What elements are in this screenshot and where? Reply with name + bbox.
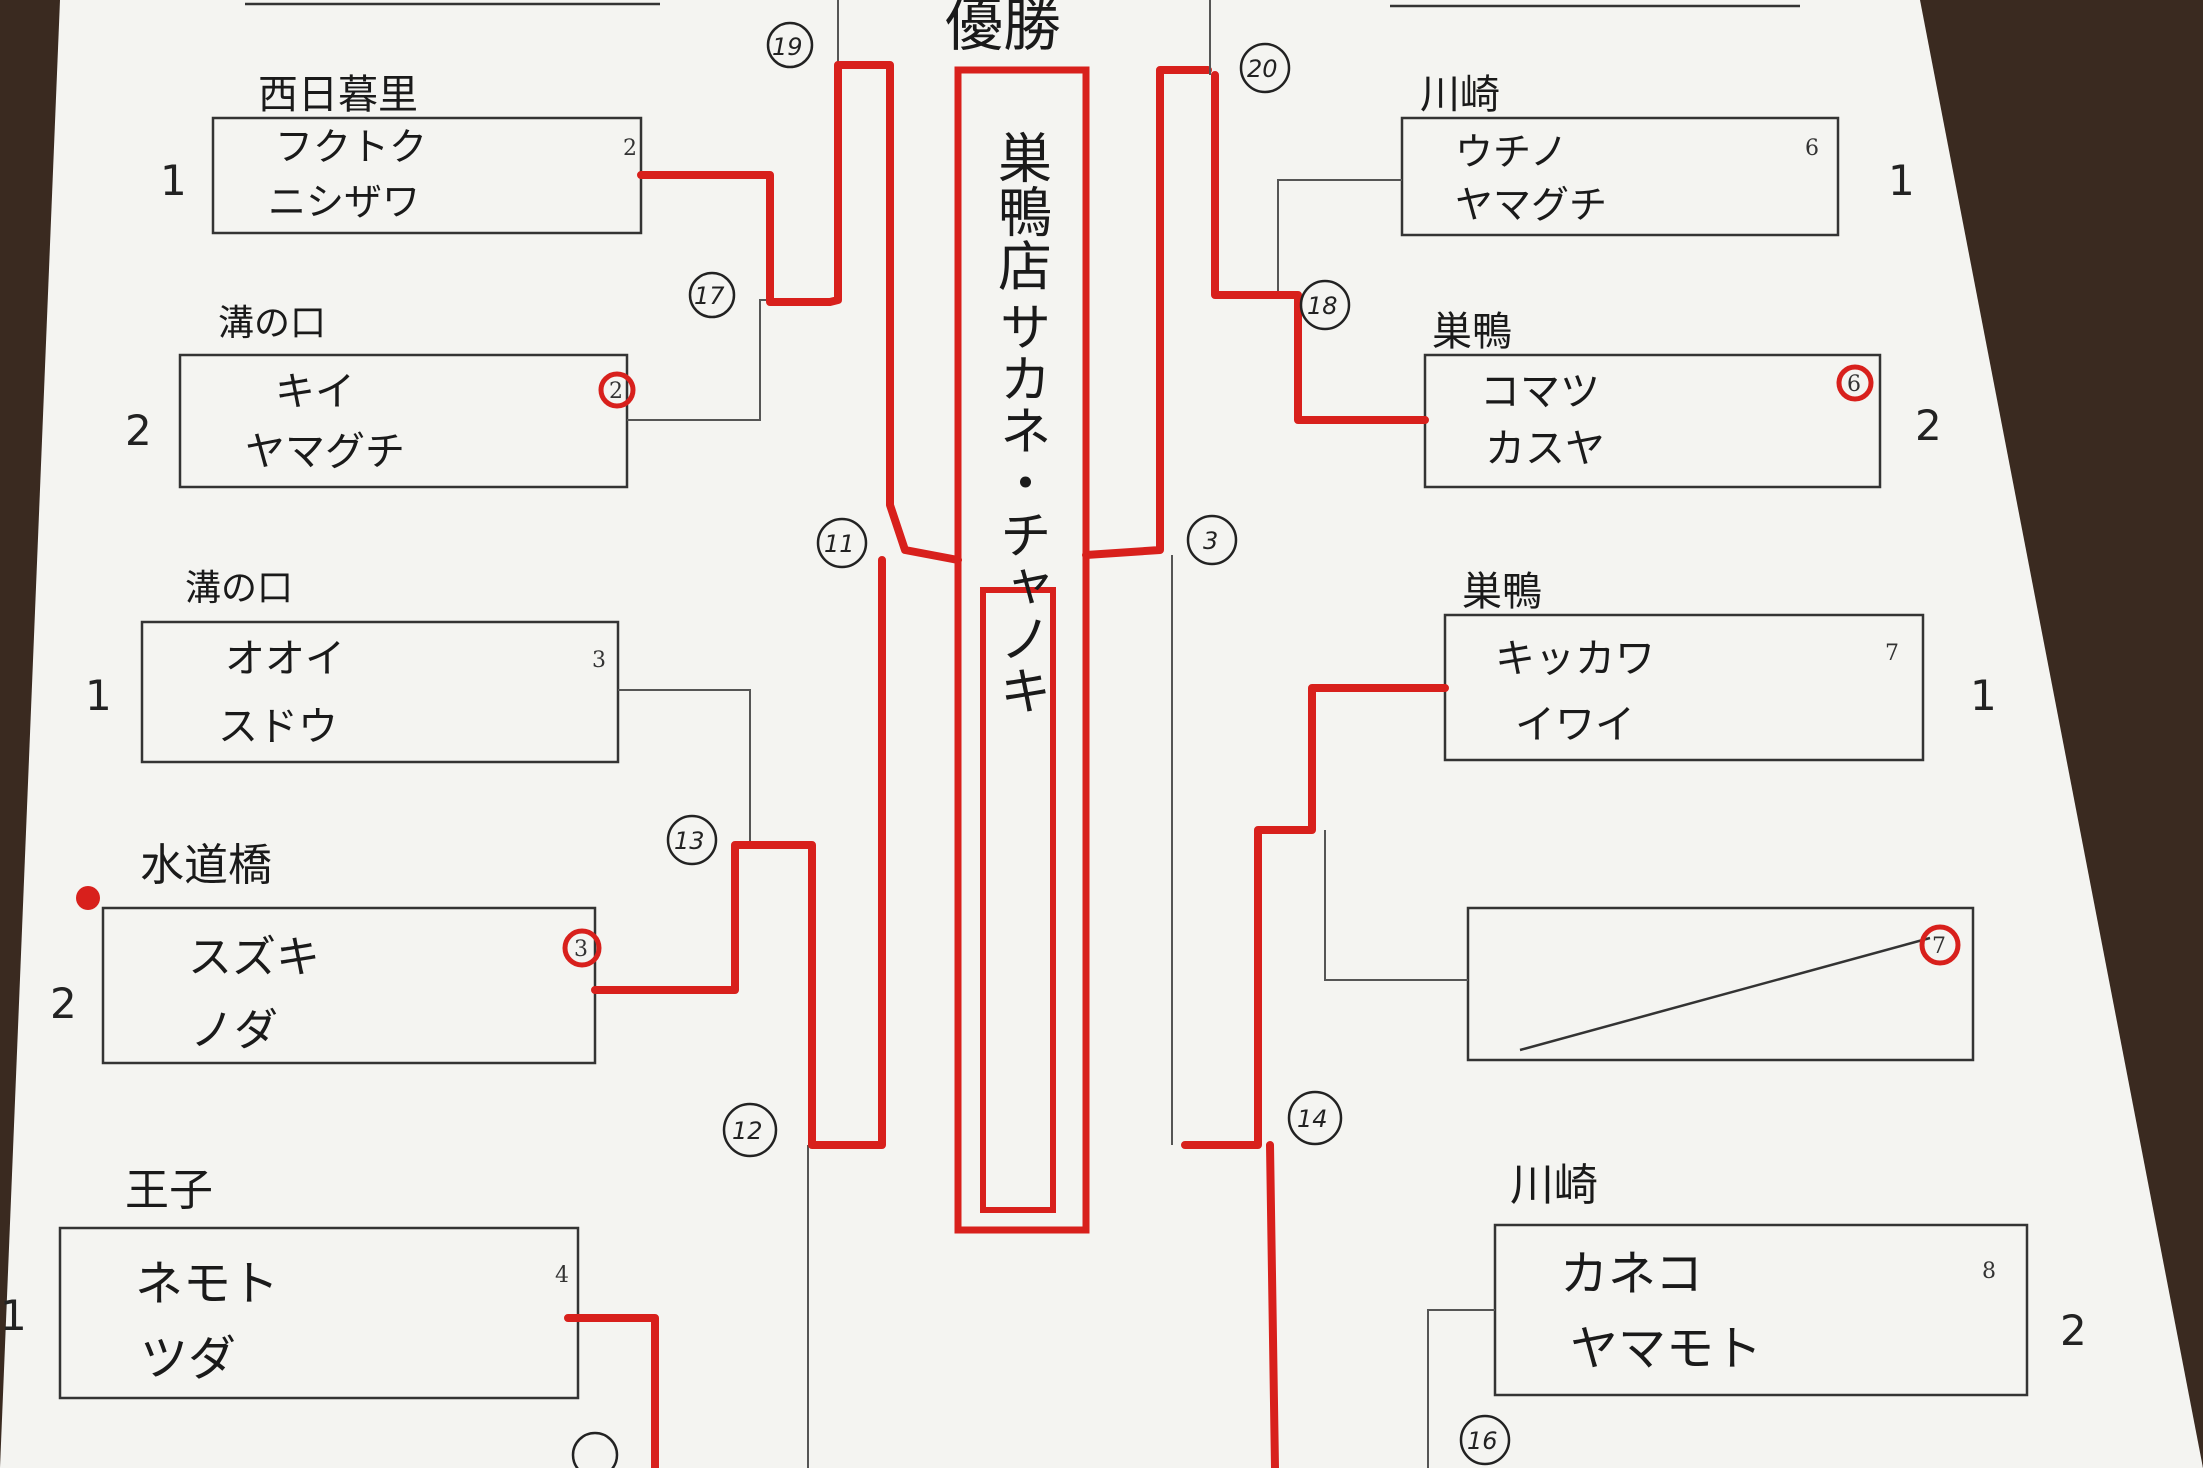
player-name: ウチノ — [1455, 130, 1568, 174]
match-number: 19 — [772, 33, 803, 61]
player-name: ネモト — [135, 1256, 279, 1312]
bracket-line — [618, 689, 751, 845]
store-label: 溝の口 — [218, 303, 326, 344]
match-number-circle — [666, 814, 718, 866]
match-number: 18 — [1307, 292, 1338, 320]
bracket-line — [1324, 830, 1468, 981]
match-number: 12 — [732, 1117, 763, 1145]
set-score: 1 — [85, 671, 112, 720]
red-path — [591, 556, 886, 1149]
match-number: 13 — [674, 827, 705, 855]
match-number-circle — [571, 1431, 619, 1468]
winner-mark — [1836, 364, 1874, 402]
bye-slash — [1519, 936, 1931, 1052]
set-score: 1 — [160, 156, 187, 205]
match-number-circle — [1299, 279, 1351, 331]
match-number: 20 — [1247, 55, 1278, 83]
player-name: カスヤ — [1485, 426, 1605, 472]
red-dot-marker — [76, 886, 100, 910]
seed-number: 6 — [1847, 372, 1861, 397]
red-path — [1181, 684, 1449, 1149]
player-name: スドウ — [218, 704, 338, 750]
team-box — [101, 906, 597, 1065]
red-path-left-final — [836, 61, 962, 564]
bye-box — [1466, 906, 1975, 1062]
team-box — [58, 1226, 580, 1400]
match-number-circle — [1186, 514, 1238, 566]
seed-number: 7 — [1932, 934, 1946, 959]
store-label: 川崎 — [1420, 72, 1500, 118]
red-path — [1211, 71, 1429, 424]
seed-number: 8 — [1982, 1259, 1996, 1284]
winner-mark — [562, 928, 602, 968]
player-name: ノダ — [190, 1005, 278, 1056]
store-label: 巣鴨 — [1432, 309, 1512, 355]
set-score: 1 — [0, 1291, 27, 1340]
seed-number: 6 — [1805, 136, 1819, 161]
set-score: 2 — [2060, 1306, 2087, 1355]
player-name: ヤマグチ — [1455, 183, 1607, 227]
match-number-circle — [766, 21, 814, 69]
table-edge — [1920, 0, 2203, 1468]
store-label: 西日暮里 — [258, 72, 418, 118]
match-number: 3 — [1203, 527, 1218, 555]
champion-store: 巣鴨店 — [989, 130, 1052, 292]
set-score: 2 — [125, 406, 152, 455]
player-name: ヤマモト — [1570, 1321, 1762, 1377]
player-name: キッカワ — [1495, 636, 1655, 682]
winner-mark — [1919, 924, 1961, 966]
store-label: 水道橋 — [140, 840, 272, 891]
bracket-line — [1277, 179, 1402, 295]
bracket-line — [1427, 1309, 1495, 1468]
match-number-circle — [688, 271, 736, 319]
player-name: キイ — [275, 369, 355, 415]
match-number-circle — [1287, 1090, 1343, 1146]
store-label: 溝の口 — [185, 568, 293, 609]
seed-number: 7 — [1885, 641, 1899, 666]
match-number: 11 — [824, 530, 855, 558]
store-label: 巣鴨 — [1462, 569, 1542, 615]
champion-inner — [980, 587, 1056, 1213]
seed-number: 3 — [574, 937, 588, 962]
red-path-right-final — [1082, 66, 1212, 559]
match-number-circle — [722, 1102, 778, 1158]
player-name: ヤマグチ — [245, 429, 405, 475]
player-name: カネコ — [1560, 1246, 1703, 1302]
red-path — [637, 61, 842, 306]
player-name: コマツ — [1480, 369, 1600, 415]
player-name: オオイ — [225, 636, 345, 682]
player-name: スズキ — [188, 932, 320, 983]
match-number: 17 — [694, 282, 725, 310]
set-score: 2 — [1915, 401, 1942, 450]
match-number: 16 — [1467, 1427, 1498, 1455]
champion-box — [954, 66, 1090, 1234]
set-score: 1 — [1888, 156, 1915, 205]
player-name: イワイ — [1515, 702, 1635, 748]
player-name: ニシザワ — [268, 180, 420, 224]
seed-number: 3 — [592, 648, 606, 673]
seed-number: 2 — [623, 136, 637, 161]
match-number-circle — [1239, 42, 1291, 94]
team-box — [140, 620, 620, 764]
match-number-circle — [816, 517, 868, 569]
seed-number: 4 — [555, 1263, 569, 1288]
red-path — [564, 1314, 659, 1468]
set-score: 2 — [50, 979, 77, 1028]
red-path — [1266, 1141, 1279, 1468]
match-number-circle — [1459, 1414, 1511, 1466]
winner-mark — [598, 371, 636, 409]
set-score: 1 — [1970, 671, 1997, 720]
player-name: フクトク — [275, 125, 427, 169]
seed-number: 2 — [609, 379, 623, 404]
store-label: 川崎 — [1510, 1160, 1598, 1211]
store-label: 王子 — [125, 1165, 213, 1216]
champion-names: サカネ・チャノキ — [990, 300, 1050, 716]
match-number: 14 — [1297, 1105, 1328, 1133]
player-name: ツダ — [140, 1331, 236, 1387]
page-title: 優勝 — [945, 0, 1061, 59]
team-box — [1400, 116, 1840, 237]
